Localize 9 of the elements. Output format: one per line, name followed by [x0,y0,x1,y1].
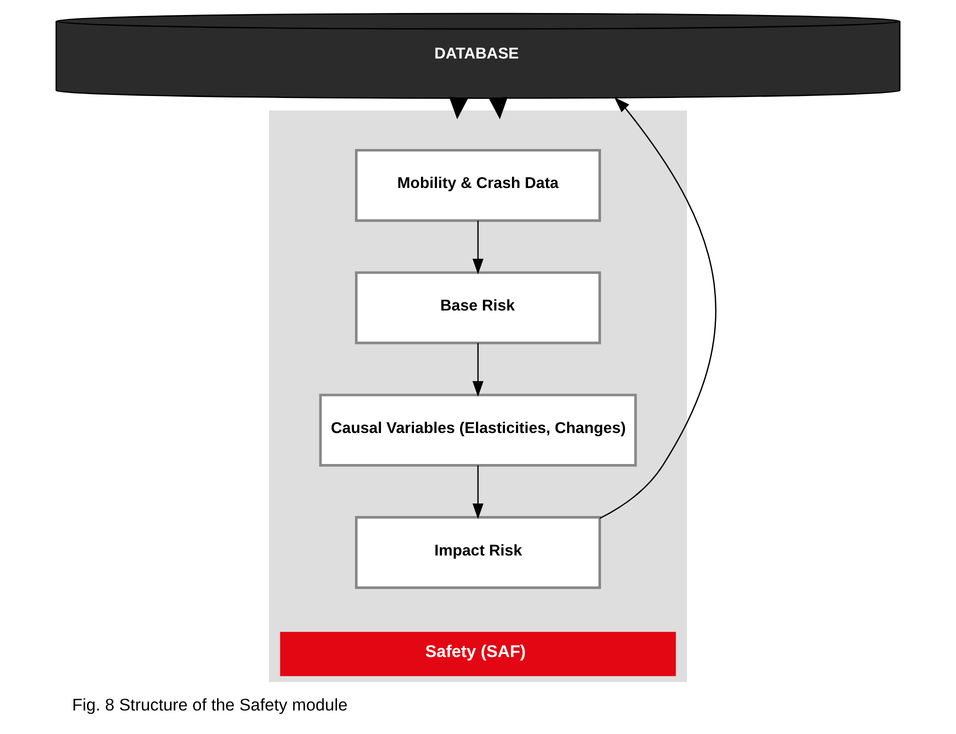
arrow [600,97,716,519]
node-box: Base Risk [354,271,602,344]
node-box: Impact Risk [354,516,602,589]
caption: Fig. 8 Structure of the Safety module [72,696,348,715]
node-box: Mobility & Crash Data [354,148,602,222]
arrow [472,343,484,397]
arrow [472,465,484,520]
node-box: Causal Variables (Elasticities, Changes) [319,394,637,467]
arrow [472,220,484,274]
